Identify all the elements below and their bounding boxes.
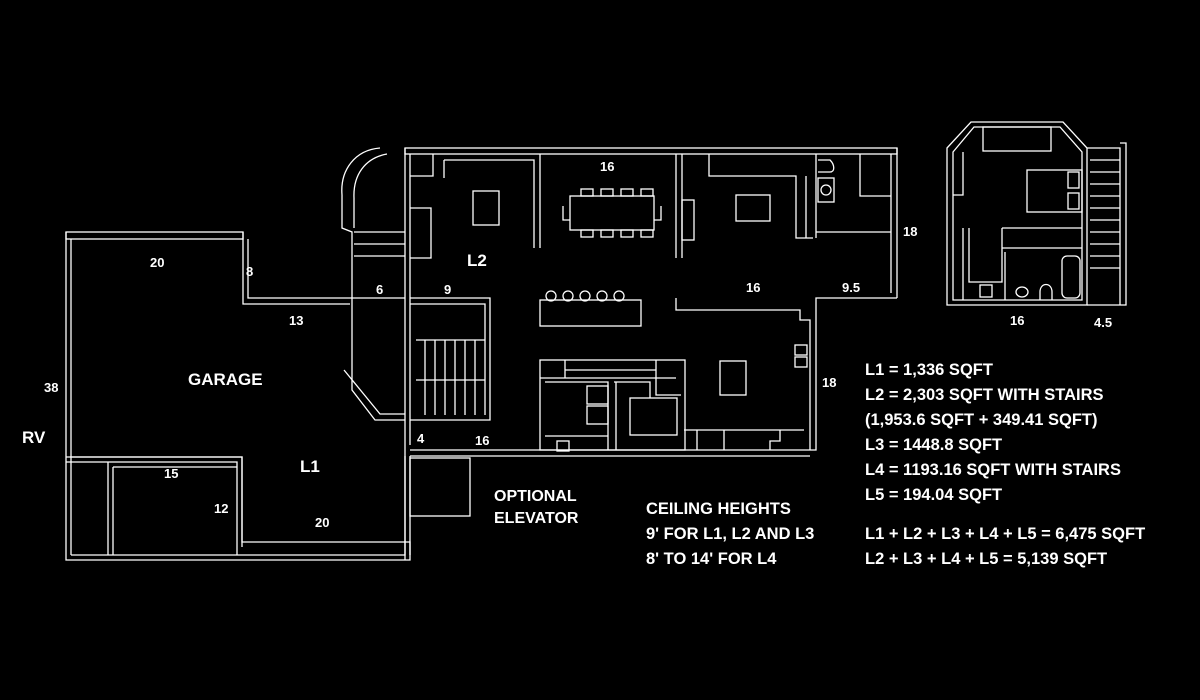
l1-label: L1: [300, 457, 320, 476]
main-house-walls: [341, 147, 898, 457]
dim-garage-top: 20: [150, 255, 165, 270]
dim-kitchen-18: 18: [822, 375, 837, 390]
dim-bay-15: 15: [164, 466, 179, 481]
area-line-l2: L2 = 2,303 SQFT WITH STAIRS: [865, 386, 1104, 404]
dim-garage-38: 38: [44, 380, 59, 395]
area-total-all: L1 + L2 + L3 + L4 + L5 = 6,475 SQFT: [865, 525, 1146, 543]
area-total-upper: L2 + L3 + L4 + L5 = 5,139 SQFT: [865, 550, 1108, 568]
area-schedule: L1 = 1,336 SQFT L2 = 2,303 SQFT WITH STA…: [865, 358, 1121, 508]
garage-label: GARAGE: [188, 370, 263, 389]
ceiling-line-1: 9' FOR L1, L2 AND L3: [646, 525, 815, 543]
dim-dining-16: 16: [600, 159, 615, 174]
optional-elevator-line-2: ELEVATOR: [494, 510, 579, 527]
rv-label: RV: [22, 428, 46, 447]
area-totals: L1 + L2 + L3 + L4 + L5 = 6,475 SQFT L2 +…: [865, 522, 1145, 572]
area-line-l2-breakdown: (1,953.6 SQFT + 349.41 SQFT): [865, 411, 1098, 429]
dim-lower-4: 4: [417, 431, 425, 446]
l2-label: L2: [467, 251, 487, 270]
dim-bay-12: 12: [214, 501, 229, 516]
optional-elevator-label: OPTIONAL ELEVATOR: [494, 486, 578, 530]
dim-stair-9: 9: [444, 282, 452, 297]
dim-east-18: 18: [903, 224, 918, 239]
area-line-l4: L4 = 1193.16 SQFT WITH STAIRS: [865, 461, 1121, 479]
l5-tower-walls: [946, 121, 1127, 306]
dim-garage-8: 8: [246, 264, 254, 279]
area-line-l3: L3 = 1448.8 SQFT: [865, 436, 1003, 454]
dim-bath-9-5: 9.5: [842, 280, 861, 295]
dim-lower-16: 16: [475, 433, 490, 448]
optional-elevator-line-1: OPTIONAL: [494, 488, 577, 505]
ceiling-heights-note: CEILING HEIGHTS 9' FOR L1, L2 AND L3 8' …: [646, 497, 814, 572]
dim-garage-13: 13: [289, 313, 304, 328]
dim-l5-4-5: 4.5: [1094, 315, 1113, 330]
ceiling-line-2: 8' TO 14' FOR L4: [646, 550, 777, 568]
dim-stair-6: 6: [376, 282, 384, 297]
ceiling-heights-title: CEILING HEIGHTS: [646, 500, 791, 518]
dim-living-16: 16: [746, 280, 761, 295]
area-line-l5: L5 = 194.04 SQFT: [865, 486, 1003, 504]
dim-l5-16: 16: [1010, 313, 1025, 328]
area-line-l1: L1 = 1,336 SQFT: [865, 361, 993, 379]
elevator-shaft: [404, 456, 471, 560]
dim-l1-20: 20: [315, 515, 330, 530]
garage-walls: [65, 231, 411, 561]
